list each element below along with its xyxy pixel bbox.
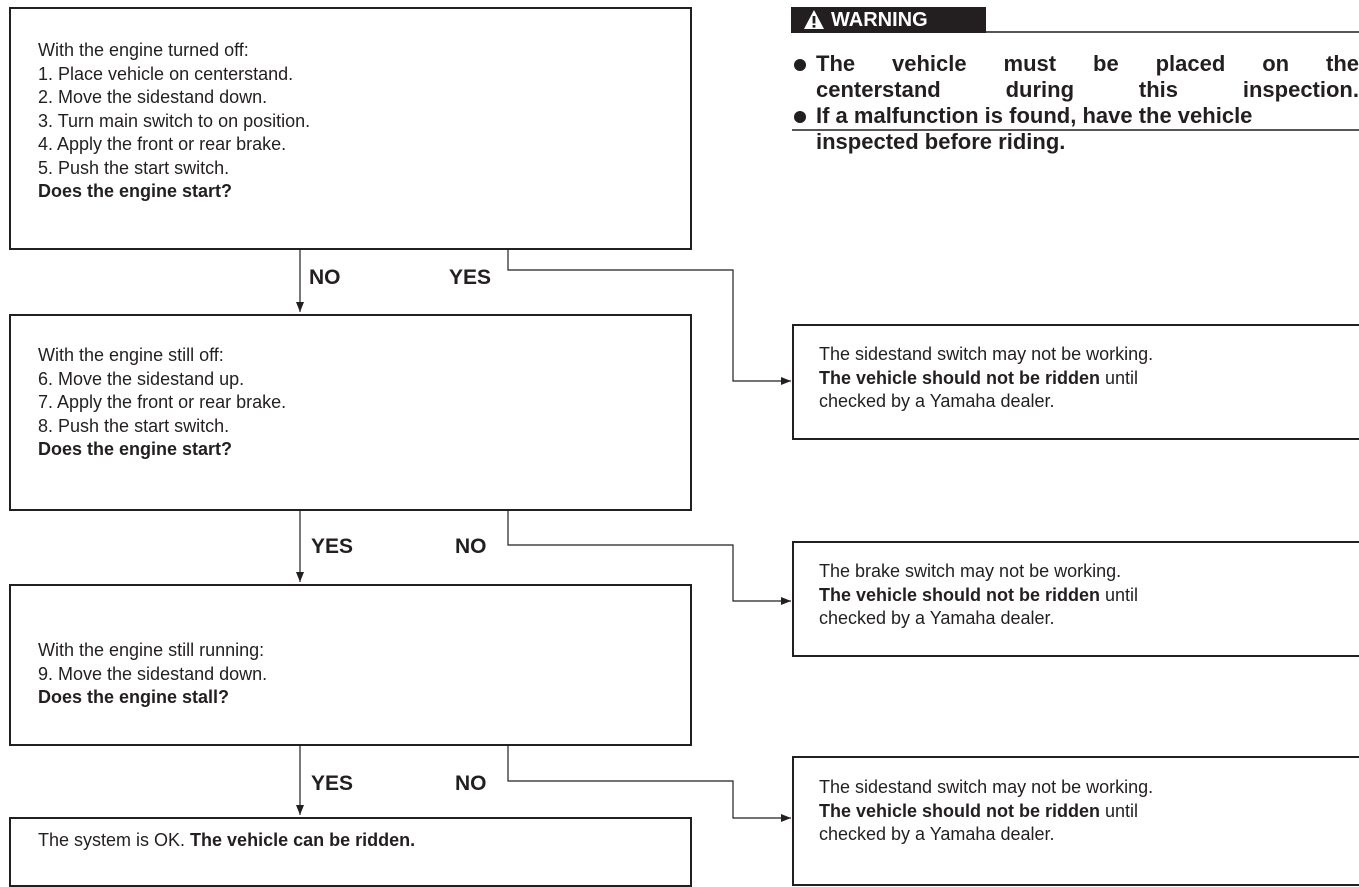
- result-rest: until: [1100, 800, 1139, 821]
- result-line: The sidestand switch may not be working.: [819, 777, 1154, 797]
- step-line: 8. Push the start switch.: [38, 415, 230, 436]
- result-line: checked by a Yamaha dealer.: [819, 824, 1055, 844]
- branch-label-side-2: NO: [455, 535, 487, 558]
- result-bold: The vehicle should not be ridden: [819, 800, 1101, 821]
- arrow-step3-to-result3: [507, 746, 791, 822]
- result-line: The vehicle should not be ridden until: [819, 800, 1359, 824]
- result-line: The brake switch may not be working.: [819, 561, 1122, 581]
- step-box-3: With the engine still running: 9. Move t…: [9, 584, 692, 746]
- branch-label-side-1: YES: [449, 266, 492, 289]
- bullet-icon: [794, 111, 806, 123]
- warning-item-line: If a malfunction is found, have the vehi…: [816, 103, 1253, 128]
- warning-item: If a malfunction is found, have the vehi…: [792, 103, 1359, 155]
- result-rest: until: [1100, 584, 1139, 605]
- arrow-step2-to-result2: [507, 511, 791, 605]
- step-line: 9. Move the sidestand down.: [38, 663, 268, 684]
- branch-label-side-3: NO: [455, 772, 487, 795]
- branch-label-down-2: YES: [311, 535, 354, 558]
- result-line: The vehicle should not be ridden until: [819, 367, 1359, 391]
- warning-badge: WARNING: [791, 7, 986, 33]
- step-question: Does the engine start?: [38, 439, 233, 459]
- warning-triangle-icon: [804, 10, 824, 29]
- step-line: 5. Push the start switch.: [38, 157, 230, 178]
- step-line: 7. Apply the front or rear brake.: [38, 392, 287, 412]
- step-question: Does the engine stall?: [38, 687, 230, 707]
- step-line: 4. Apply the front or rear brake.: [38, 134, 287, 154]
- final-text: The system is OK. The vehicle can be rid…: [38, 829, 690, 853]
- result-rest: until: [1100, 367, 1139, 388]
- step-line: With the engine still running:: [38, 640, 265, 660]
- warning-item-line: The vehicle must be placed on the: [816, 51, 1359, 76]
- result-bold: The vehicle should not be ridden: [819, 584, 1101, 605]
- warning-title: WARNING: [831, 9, 928, 31]
- step-box-1: With the engine turned off: 1. Place veh…: [9, 7, 692, 250]
- branch-label-down-3: YES: [311, 772, 354, 795]
- final-plain: The system is OK.: [38, 830, 191, 850]
- step-line: With the engine turned off:: [38, 40, 249, 60]
- result-line: The sidestand switch may not be working.: [819, 344, 1154, 364]
- branch-label-down-1: NO: [309, 266, 341, 289]
- result-box-3: The sidestand switch may not be working.…: [792, 756, 1359, 886]
- final-box: The system is OK. The vehicle can be rid…: [9, 817, 692, 887]
- result-line: The vehicle should not be ridden until: [819, 584, 1359, 608]
- warning-item-line: inspected before riding.: [816, 129, 1066, 154]
- bullet-icon: [794, 59, 806, 71]
- warning-list: The vehicle must be placed on the center…: [792, 51, 1359, 155]
- step-line: 3. Turn main switch to on position.: [38, 110, 311, 131]
- step-line: 6. Move the sidestand up.: [38, 368, 245, 389]
- step-line: With the engine still off:: [38, 345, 224, 365]
- result-bold: The vehicle should not be ridden: [819, 367, 1101, 388]
- step-line: 2. Move the sidestand down.: [38, 87, 268, 107]
- step-box-2: With the engine still off: 6. Move the s…: [9, 314, 692, 511]
- warning-item: The vehicle must be placed on the center…: [792, 51, 1359, 103]
- step-line: 1. Place vehicle on centerstand.: [38, 63, 294, 84]
- result-line: checked by a Yamaha dealer.: [819, 391, 1055, 411]
- result-box-2: The brake switch may not be working. The…: [792, 541, 1359, 657]
- step-question: Does the engine start?: [38, 181, 233, 201]
- result-line: checked by a Yamaha dealer.: [819, 608, 1055, 628]
- arrow-step1-to-result1: [507, 250, 791, 385]
- result-box-1: The sidestand switch may not be working.…: [792, 324, 1359, 440]
- final-bold: The vehicle can be ridden.: [190, 830, 416, 850]
- warning-item-line: centerstand during this inspection.: [816, 77, 1359, 102]
